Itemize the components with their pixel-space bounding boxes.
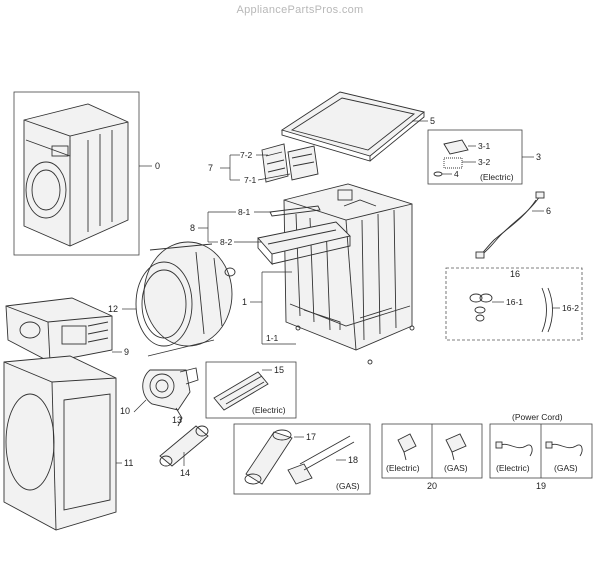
callout-7-1: 7-1: [244, 175, 257, 185]
callout-5: 5: [430, 116, 435, 126]
part-16-water-kit[interactable]: [445, 267, 583, 341]
watermark: AppliancePartsPros.com: [236, 4, 364, 16]
callout-9: 9: [124, 347, 129, 357]
note-electric-15: (Electric): [252, 405, 286, 415]
part-7-bracket-set[interactable]: [261, 143, 319, 183]
callout-8: 8: [190, 223, 195, 233]
part-5-top-panel[interactable]: [280, 91, 425, 162]
callout-12: 12: [108, 304, 118, 314]
callout-3: 3: [536, 152, 541, 162]
note-electric-19: (Electric): [496, 463, 530, 473]
part-20-bracket-options[interactable]: [381, 423, 483, 479]
callout-13: 13: [172, 415, 182, 425]
part-13-blower-duct[interactable]: [175, 407, 183, 427]
part-1-cabinet[interactable]: [283, 183, 415, 365]
part-15-heater-assembly[interactable]: [205, 361, 297, 419]
part-12-drum[interactable]: [135, 241, 236, 357]
callout-4: 4: [454, 169, 459, 179]
callout-18: 18: [348, 455, 358, 465]
note-power-cord: (Power Cord): [512, 412, 563, 422]
part-10-blower-housing[interactable]: [142, 367, 199, 411]
callout-15: 15: [274, 365, 284, 375]
callout-16: 16: [510, 269, 520, 279]
callout-10: 10: [120, 406, 130, 416]
part-9-control-panel[interactable]: [5, 297, 113, 363]
callout-16-2: 16-2: [562, 303, 579, 313]
note-gas-20: (GAS): [444, 463, 468, 473]
part-17-18-gas-group[interactable]: [233, 423, 371, 495]
callout-3-1: 3-1: [478, 141, 491, 151]
callout-1-1: 1-1: [266, 333, 279, 343]
callout-8-2: 8-2: [220, 237, 233, 247]
part-3-sensor-group[interactable]: [427, 129, 523, 185]
callout-0: 0: [155, 161, 160, 171]
callout-7-2: 7-2: [240, 150, 253, 160]
callout-17: 17: [306, 432, 316, 442]
part-14-exhaust-duct[interactable]: [159, 425, 209, 467]
note-electric-3: (Electric): [480, 172, 514, 182]
callout-6: 6: [546, 206, 551, 216]
callout-19: 19: [536, 481, 546, 491]
callout-7: 7: [208, 163, 213, 173]
part-0-dryer-assembly[interactable]: [13, 91, 140, 256]
note-gas-19: (GAS): [554, 463, 578, 473]
callout-1: 1: [242, 297, 247, 307]
note-electric-20: (Electric): [386, 463, 420, 473]
callout-3-2: 3-2: [478, 157, 491, 167]
callout-8-1: 8-1: [238, 207, 251, 217]
callout-16-1: 16-1: [506, 297, 523, 307]
callout-20: 20: [427, 481, 437, 491]
note-gas-17: (GAS): [336, 481, 360, 491]
part-6-wire-harness[interactable]: [475, 191, 545, 259]
callout-14: 14: [180, 468, 190, 478]
part-19-power-cord[interactable]: [489, 423, 593, 479]
part-11-door[interactable]: [3, 355, 117, 531]
callout-11: 11: [124, 458, 133, 468]
part-8-front-frame[interactable]: [257, 205, 351, 266]
